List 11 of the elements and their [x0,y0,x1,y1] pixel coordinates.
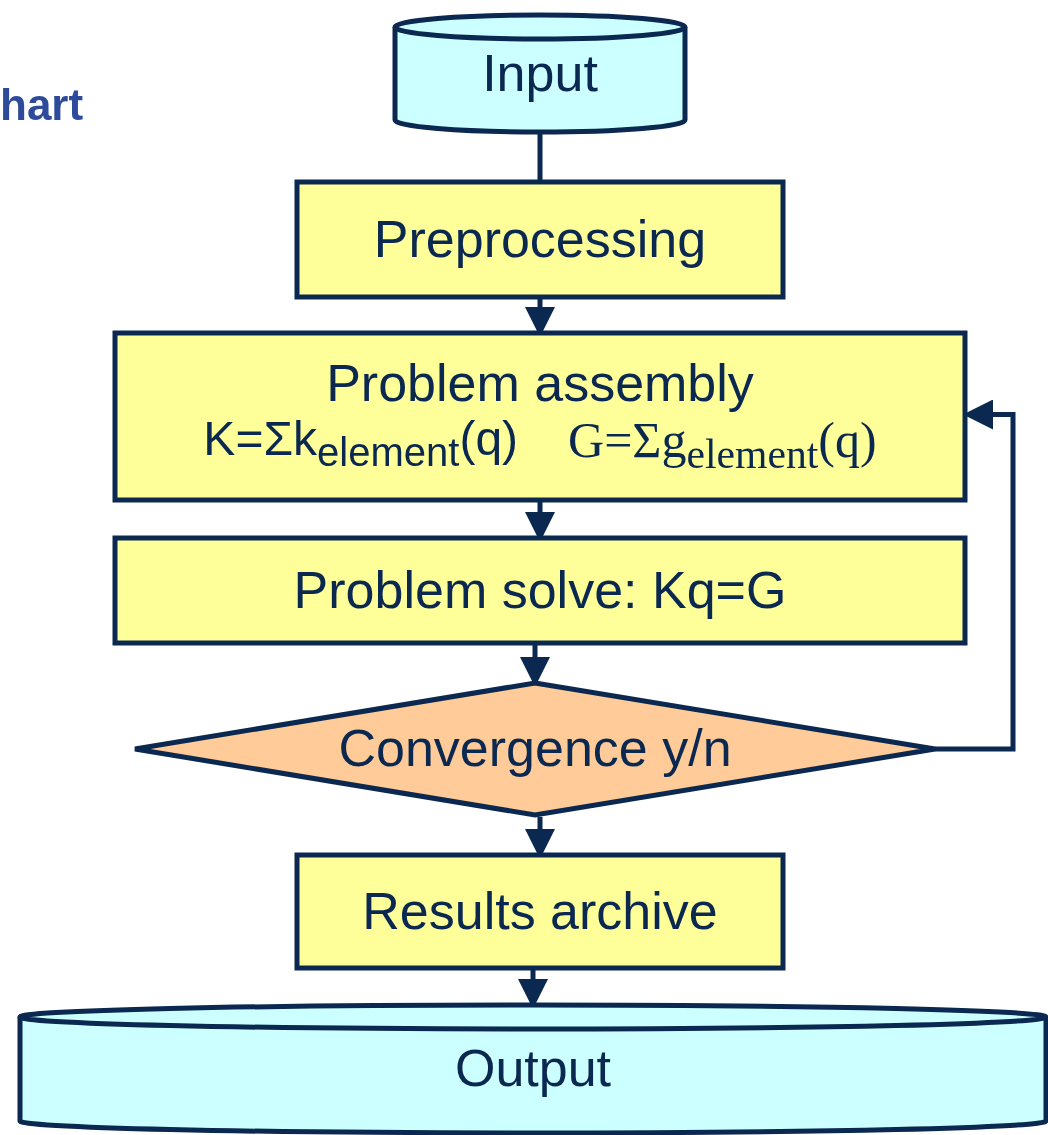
node-label: Convergence y/n [338,720,732,778]
formula: K=Σk$_{element}$(q) [203,412,519,476]
arrow [935,399,1016,752]
title-fragment: hart [0,80,84,130]
node-label: Problem assembly [326,355,754,413]
node-label: Preprocessing [373,210,707,269]
node-label: Input [482,44,598,103]
node-label: Problem solve: Kq=G [293,561,787,620]
node-label: Results archive [362,882,718,941]
node-label: Output [454,1040,612,1098]
formula: G=Σg$_{element}$(q) [568,412,877,478]
